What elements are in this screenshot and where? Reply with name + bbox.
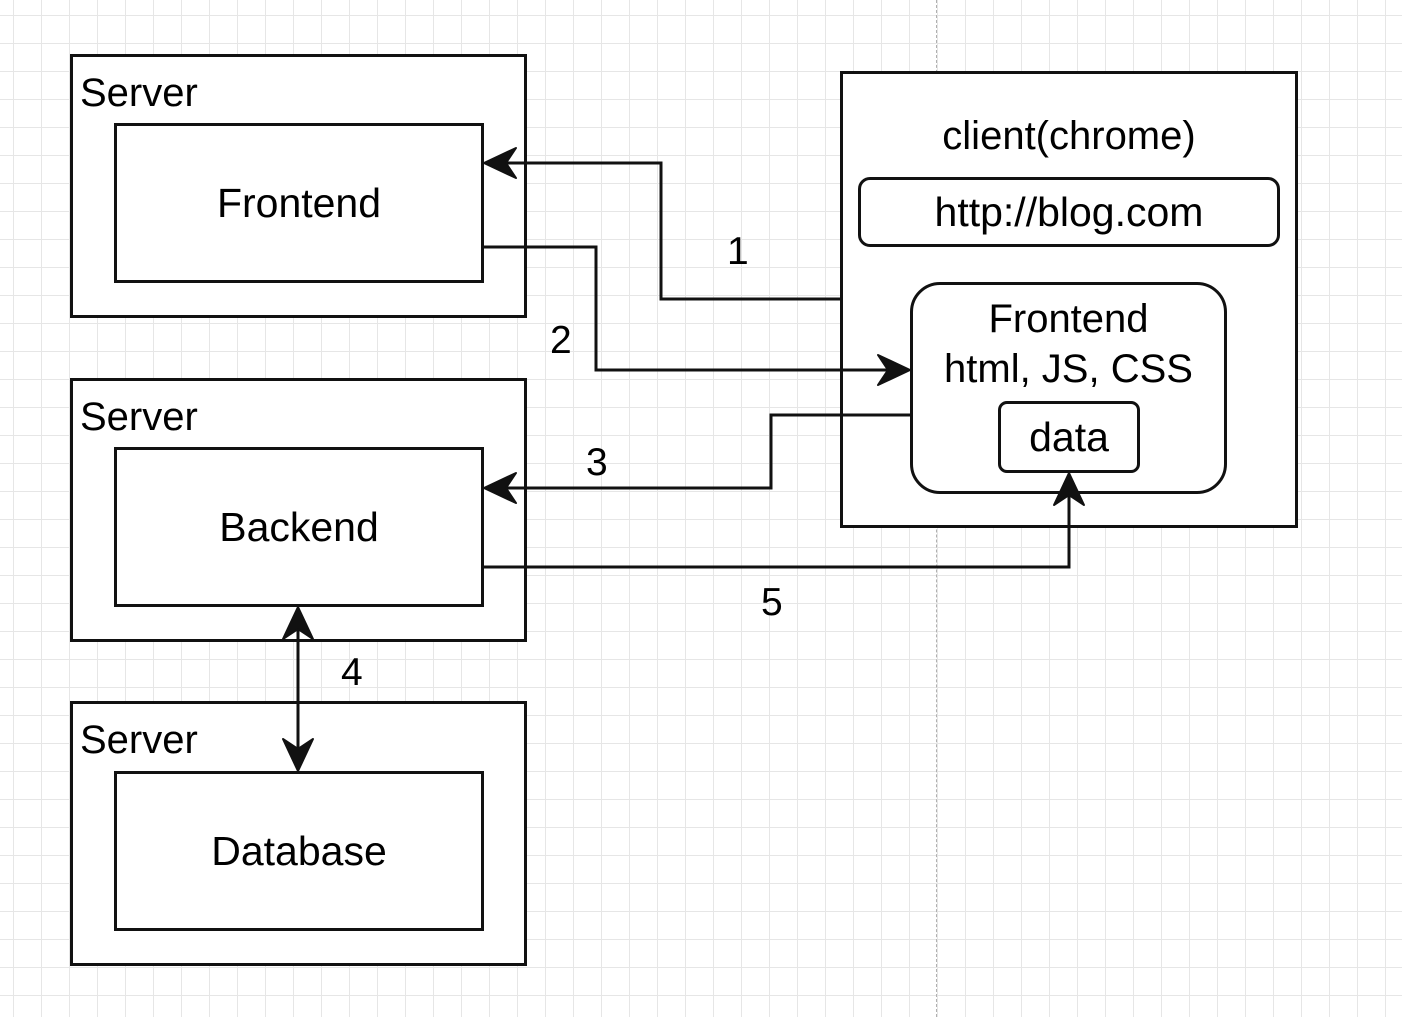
url-bar[interactable]: http://blog.com bbox=[858, 177, 1280, 247]
connector-1 bbox=[500, 161, 840, 301]
step-label-5: 5 bbox=[761, 581, 783, 624]
client-title: client(chrome) bbox=[942, 114, 1196, 158]
backend-server-label: Backend bbox=[219, 503, 379, 550]
connector-3 bbox=[500, 413, 910, 490]
server-label: Server bbox=[80, 395, 198, 439]
backend-server-node[interactable]: Backend bbox=[114, 447, 484, 607]
frontend-server-label: Frontend bbox=[216, 179, 382, 226]
connector-2 bbox=[484, 245, 893, 372]
frontend-server-node[interactable]: Frontend bbox=[114, 123, 484, 283]
database-server-node[interactable]: Database bbox=[114, 771, 484, 931]
server-label: Server bbox=[80, 71, 198, 115]
url-text: http://blog.com bbox=[934, 188, 1204, 235]
arrowhead-4-down bbox=[282, 738, 314, 772]
step-label-4: 4 bbox=[341, 651, 363, 694]
connector-5 bbox=[484, 492, 1071, 569]
client-frontend-title: Frontend bbox=[988, 297, 1149, 341]
server-label: Server bbox=[80, 718, 198, 762]
arrowhead-2 bbox=[877, 354, 911, 386]
step-label-1: 1 bbox=[727, 230, 749, 273]
arrowhead-4-up bbox=[282, 606, 314, 640]
data-label: data bbox=[1029, 413, 1109, 460]
arrowhead-3 bbox=[483, 472, 517, 504]
arrowhead-1 bbox=[483, 147, 517, 179]
client-frontend-tech: html, JS, CSS bbox=[944, 347, 1193, 391]
database-server-label: Database bbox=[211, 827, 387, 874]
step-label-2: 2 bbox=[550, 319, 572, 362]
step-label-3: 3 bbox=[586, 441, 608, 484]
data-box[interactable]: data bbox=[998, 401, 1140, 473]
arrowhead-5 bbox=[1053, 472, 1085, 506]
